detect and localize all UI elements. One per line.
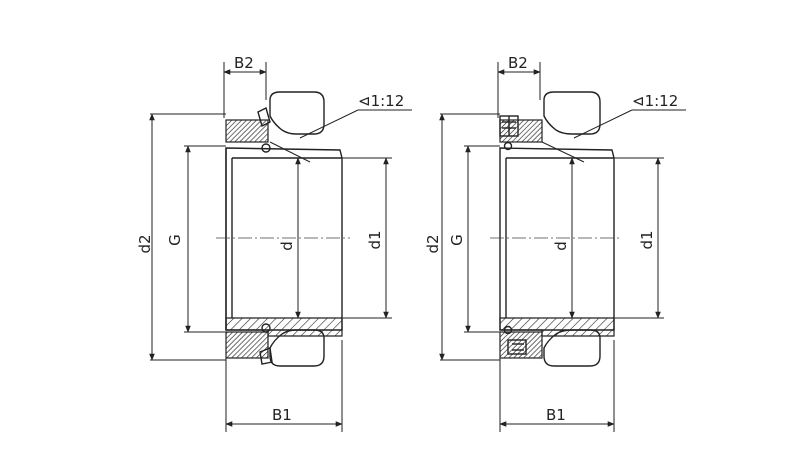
- left-b2-label: B2: [234, 54, 254, 72]
- left-d-label: d: [278, 241, 296, 251]
- left-nut-bottom: [225, 331, 269, 359]
- left-taper-label: ⊲1:12: [358, 92, 404, 110]
- left-g-label: G: [166, 234, 184, 246]
- right-g-label: G: [448, 234, 466, 246]
- left-d2-label: d2: [136, 234, 154, 253]
- right-b2-label: B2: [508, 54, 528, 72]
- right-d2-label: d2: [424, 234, 442, 253]
- right-sleeve-view: B2 d2 G d: [424, 54, 686, 432]
- right-taper-label: ⊲1:12: [632, 92, 678, 110]
- right-d1-label: d1: [638, 230, 656, 249]
- left-b1-label: B1: [272, 406, 292, 424]
- left-d1-label: d1: [366, 230, 384, 249]
- left-sleeve-view: B2 d2 G d: [136, 54, 412, 432]
- right-nut-top: [499, 119, 543, 143]
- right-d-label: d: [552, 241, 570, 251]
- left-nut-top: [225, 119, 269, 143]
- right-b1-label: B1: [546, 406, 566, 424]
